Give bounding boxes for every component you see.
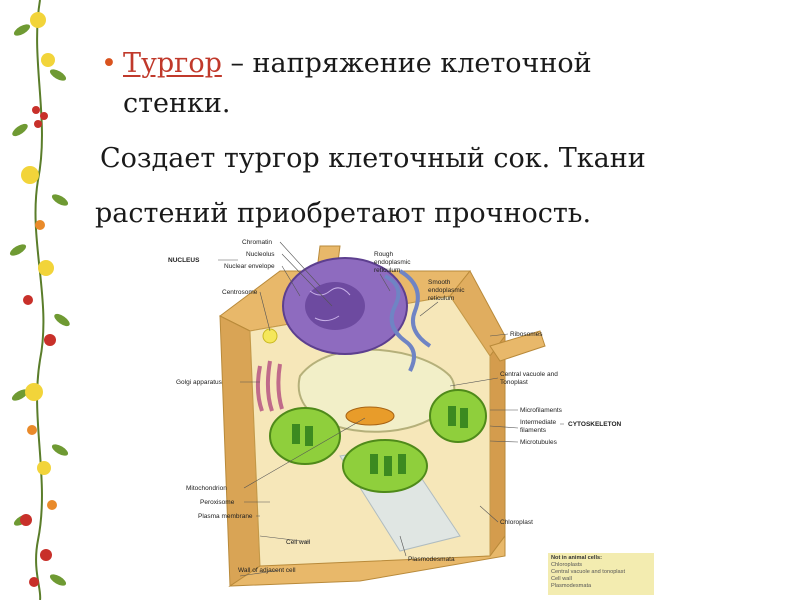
bullet-item: • Тургор – напряжение клеточной (95, 44, 785, 84)
floral-border (9, 0, 70, 600)
note-item: Chloroplasts (551, 562, 583, 568)
label-central-vacuole-1: Central vacuole and (500, 371, 558, 378)
golgi-shape (255, 360, 284, 412)
label-plasma-membrane: Plasma membrane (198, 513, 253, 520)
paragraph-line-1: Создает тургор клеточный сок. Ткани (100, 143, 646, 174)
label-intermediate-2: filaments (520, 427, 547, 434)
label-nucleus: NUCLEUS (168, 257, 200, 264)
label-cytoskeleton: CYTOSKELETON (568, 421, 622, 428)
definition-continuation: стенки. (123, 88, 231, 119)
bullet-dot-icon: • (101, 48, 117, 79)
chloroplast-shape (269, 389, 487, 493)
label-ribosomes: Ribosomes (510, 331, 543, 338)
label-wall-adjacent: Wall of adjacent cell (238, 567, 296, 574)
label-cell-wall: Cell wall (286, 539, 311, 546)
slide-text: • Тургор – напряжение клеточной стенки. … (95, 44, 785, 234)
term-turgor: Тургор (123, 48, 222, 79)
leader-lines (218, 241, 564, 577)
label-centrosome: Centrosome (222, 289, 258, 296)
er-shape (384, 269, 432, 372)
label-intermediate-1: Intermediate (520, 419, 557, 426)
label-peroxisome: Peroxisome (200, 499, 235, 506)
note-item: Cell wall (551, 576, 572, 582)
plant-cell-diagram: NUCLEUS Chromatin Nucleolus Nuclear enve… (168, 239, 622, 587)
note-title: Not in animal cells: (551, 555, 602, 561)
label-rough-er-3: reticulum (374, 267, 400, 274)
label-rough-er-1: Rough (374, 251, 394, 258)
label-microfilaments: Microfilaments (520, 407, 563, 414)
label-smooth-er-1: Smooth (428, 279, 451, 286)
label-chromatin: Chromatin (242, 239, 272, 246)
label-rough-er-2: endoplasmic (374, 259, 411, 266)
label-mitochondrion: Mitochondrion (186, 485, 227, 492)
label-golgi: Golgi apparatus (176, 379, 223, 386)
definition-text: – напряжение клеточной (221, 48, 592, 79)
centrosome-shape (262, 328, 278, 344)
label-nucleolus: Nucleolus (246, 251, 275, 258)
mitochondrion-shape (345, 406, 395, 426)
note-item: Plasmodesmata (551, 583, 592, 589)
label-microtubules: Microtubules (520, 439, 558, 446)
label-plasmodesmata: Plasmodesmata (408, 556, 455, 563)
label-nuclear-envelope: Nuclear envelope (224, 263, 275, 270)
paragraph-line-2: растений приобретают прочность. (95, 198, 592, 229)
label-smooth-er-3: reticulum (428, 295, 454, 302)
note-box: Not in animal cells: Chloroplasts Centra… (548, 553, 654, 595)
label-chloroplast: Chloroplast (500, 519, 533, 526)
label-smooth-er-2: endoplasmic (428, 287, 465, 294)
note-item: Central vacuole and tonoplast (551, 569, 626, 575)
label-central-vacuole-2: Tonoplast (500, 379, 528, 386)
nucleus-shape (282, 257, 408, 355)
